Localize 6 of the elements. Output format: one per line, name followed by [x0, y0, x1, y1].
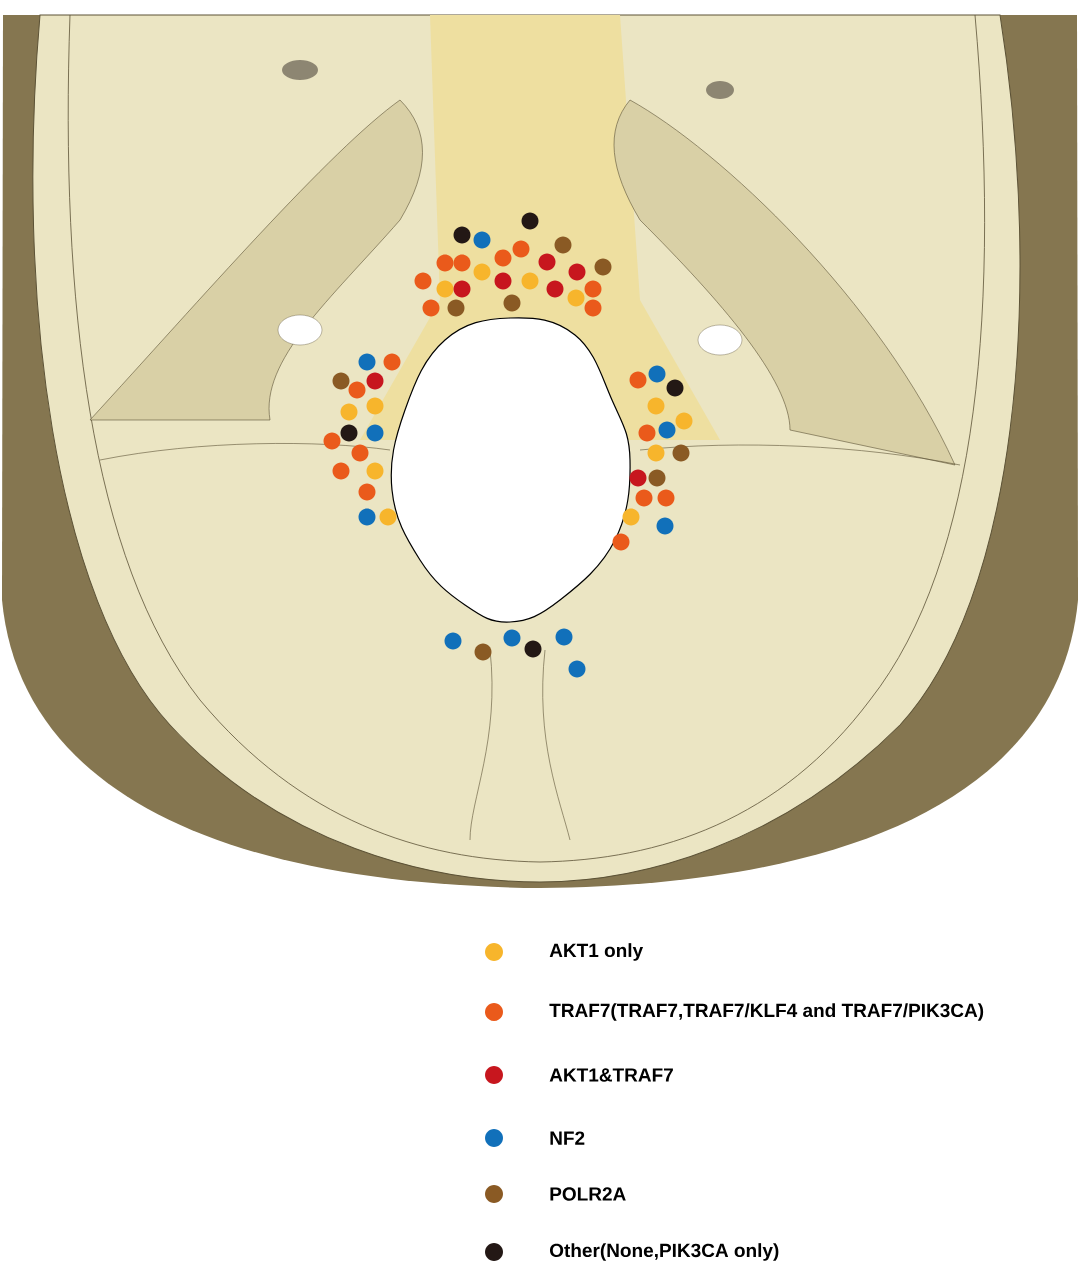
- legend-label: AKT1&TRAF7: [549, 1068, 673, 1082]
- legend-label: TRAF7(TRAF7,TRAF7/KLF4 and TRAF7/PIK3CA): [549, 1003, 984, 1021]
- legend-label: Other(None,PIK3CA only): [550, 1243, 779, 1261]
- legend-label: AKT1 only: [549, 943, 644, 961]
- legend-label: POLR2A: [550, 1187, 626, 1201]
- legend-label: NF2: [550, 1131, 585, 1145]
